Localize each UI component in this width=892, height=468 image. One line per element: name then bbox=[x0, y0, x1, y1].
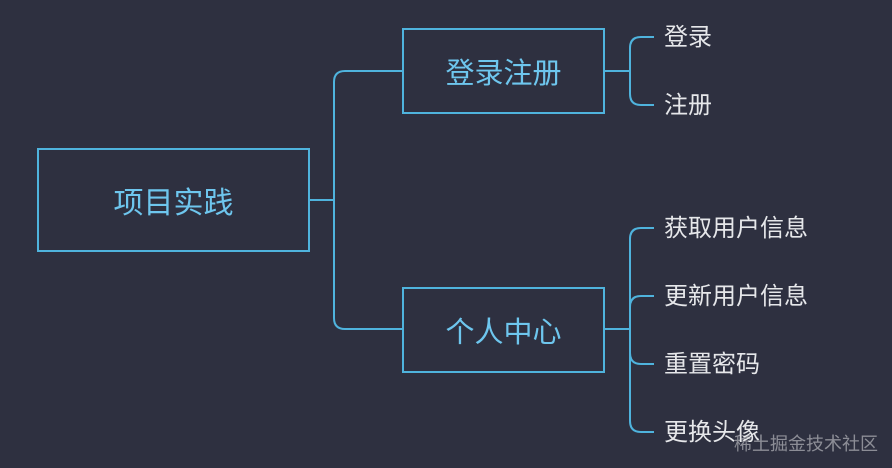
root-node: 项目实践 bbox=[37, 148, 310, 252]
branch-node-login-register: 登录注册 bbox=[402, 28, 605, 114]
branch-node-label: 登录注册 bbox=[445, 56, 562, 90]
root-node-label: 项目实践 bbox=[113, 186, 234, 221]
leaf-node-change-avatar: 更换头像 bbox=[664, 418, 760, 446]
connector-profile-to-leaf-1 bbox=[629, 227, 654, 329]
connector-login-to-leaf-2 bbox=[629, 71, 654, 106]
connector-root-to-login bbox=[333, 70, 402, 200]
leaf-node-register: 注册 bbox=[664, 91, 712, 119]
leaf-node-update-user-info: 更新用户信息 bbox=[664, 282, 808, 310]
leaf-node-login: 登录 bbox=[664, 23, 712, 51]
connector-profile-to-leaf-4 bbox=[629, 329, 654, 433]
watermark: 稀土掘金技术社区 bbox=[734, 434, 878, 455]
leaf-node-get-user-info: 获取用户信息 bbox=[664, 214, 808, 242]
branch-node-label: 个人中心 bbox=[445, 315, 562, 349]
connector-login-to-leaf-1 bbox=[629, 36, 654, 71]
connector-profile-to-leaf-2 bbox=[629, 295, 654, 329]
leaf-node-reset-password: 重置密码 bbox=[664, 350, 760, 378]
connector-root-to-profile bbox=[333, 200, 402, 330]
branch-node-personal-center: 个人中心 bbox=[402, 287, 605, 373]
connector-profile-to-leaf-3 bbox=[629, 329, 654, 365]
